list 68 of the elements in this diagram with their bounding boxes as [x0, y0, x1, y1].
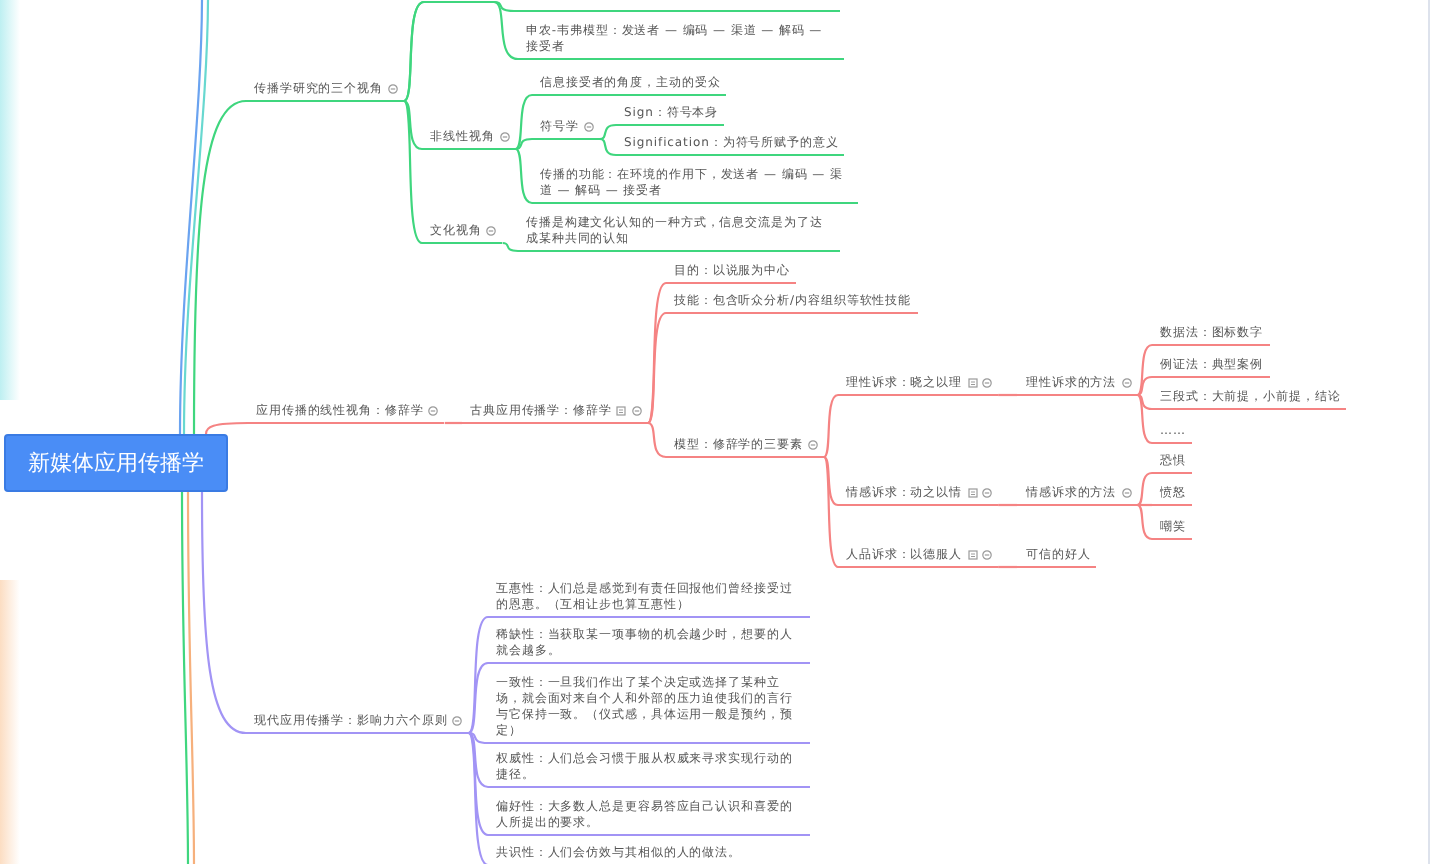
underlined-topic [488, 628, 810, 664]
topic-underline [514, 10, 840, 12]
underlined-topic [838, 548, 999, 568]
underlined-topic [666, 264, 797, 284]
branch-line [647, 312, 667, 424]
branch-line [204, 421, 248, 435]
underlined-topic [246, 82, 404, 102]
underlined-topic [532, 168, 858, 204]
branch-line [599, 137, 617, 157]
underlined-topic [1018, 376, 1138, 396]
branch-line [467, 661, 489, 734]
underlined-topic [838, 376, 999, 396]
underlined-topic [1018, 548, 1097, 568]
underlined-topic [488, 800, 810, 836]
underlined-topic [666, 438, 824, 458]
branch-line [200, 492, 247, 735]
branch-line [192, 99, 247, 434]
branch-line [502, 241, 519, 253]
branch-line [823, 456, 839, 507]
branch-line [599, 123, 617, 141]
branch-line [647, 421, 667, 459]
branch-line [998, 503, 1018, 507]
branch-line [998, 565, 1018, 569]
branch-line [467, 732, 489, 864]
underlined-topic [518, 24, 844, 60]
central-topic-box: 新媒体应用传播学 [4, 434, 228, 492]
underlined-topic [616, 136, 845, 156]
underlined-topic [422, 224, 503, 244]
branch-line [998, 393, 1018, 397]
underlined-topic [838, 486, 999, 506]
underlined-topic [666, 294, 918, 314]
branch-line [1136, 375, 1153, 397]
underlined-topic [488, 676, 810, 744]
underlined-topic [1152, 390, 1347, 410]
underlined-topic [1152, 486, 1192, 506]
underlined-topic [518, 216, 840, 252]
underlined-topic [532, 76, 727, 96]
underlined-topic [246, 714, 469, 734]
branch-line [403, 100, 423, 151]
underlined-topic [488, 752, 810, 788]
underlined-topic [422, 130, 516, 150]
branch-line [515, 137, 533, 151]
branch-line [1136, 394, 1153, 445]
branch-line [467, 732, 489, 836]
branch-line [1136, 504, 1153, 541]
underlined-topic [488, 582, 810, 618]
underlined-topic [248, 404, 445, 424]
branch-line [514, 148, 533, 205]
branch-line [1136, 471, 1153, 506]
branch-line [823, 393, 839, 458]
branch-line [1137, 503, 1152, 507]
branch-line [514, 93, 533, 150]
underlined-topic [1152, 520, 1192, 540]
branch-line [403, 100, 423, 244]
underlined-topic [462, 404, 648, 424]
underlined-topic [1152, 326, 1270, 346]
branch-line [823, 456, 839, 568]
branch-line [1137, 393, 1153, 411]
branch-line [444, 421, 462, 425]
branch-line [1136, 343, 1153, 396]
underlined-topic [1018, 486, 1138, 506]
underlined-topic [1152, 358, 1270, 378]
branch-line [467, 616, 489, 734]
underlined-topic [616, 106, 725, 126]
branch-line [468, 732, 489, 789]
underlined-topic [532, 120, 600, 140]
branch-line [468, 731, 489, 745]
underlined-topic [1152, 454, 1192, 474]
